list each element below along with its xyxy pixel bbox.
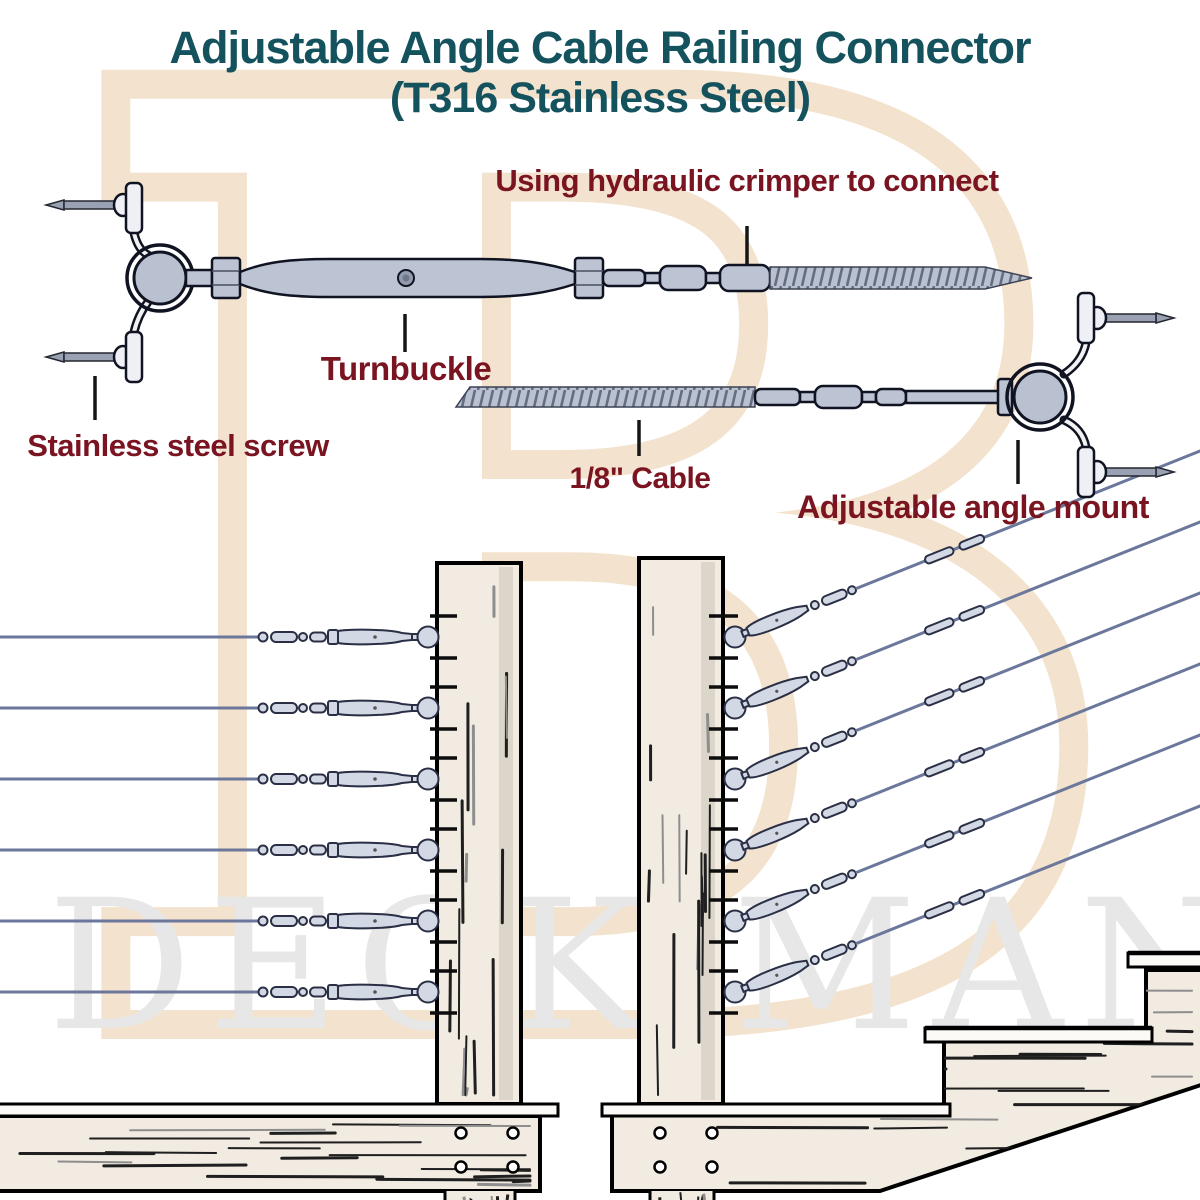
page-title-line2: (T316 Stainless Steel): [389, 74, 811, 122]
callout-crimper: Using hydraulic crimper to connect: [495, 163, 999, 198]
top-assembly-right: [454, 291, 1177, 499]
callout-mount: Adjustable angle mount: [797, 489, 1149, 525]
watermark-monogram-letter: B: [72, 0, 1129, 1200]
right-post: [637, 556, 725, 1106]
deck-left: [0, 1102, 560, 1200]
leader-lines: [93, 226, 1020, 484]
callout-screw: Stainless steel screw: [27, 428, 329, 463]
page-title-line1: Adjustable Angle Cable Railing Connector: [169, 22, 1032, 73]
left-post: [435, 561, 523, 1106]
callout-cable: 1/8" Cable: [569, 462, 711, 495]
callout-turnbuckle: Turnbuckle: [320, 350, 492, 387]
top-assembly-left: [43, 181, 1033, 384]
